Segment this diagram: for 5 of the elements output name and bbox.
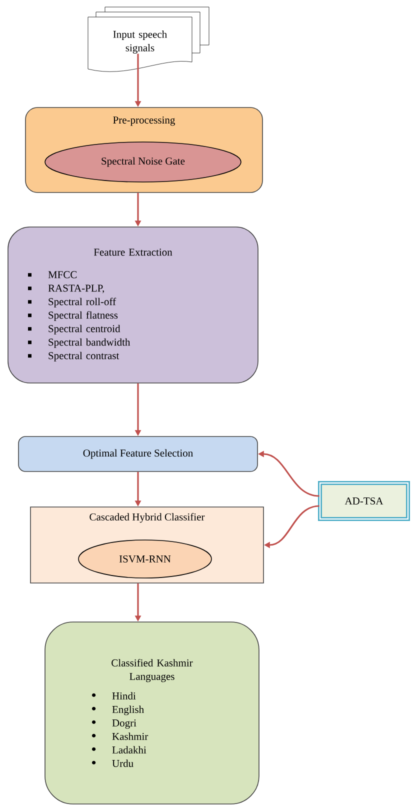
document-stack: Input speech signals — [88, 6, 210, 72]
process-box: Feature Extraction MFCC RASTA-PLP, Spectral roll-off Spectral flatness Spectral centroid Spectral bandwidth Spectral contrast — [8, 226, 258, 384]
process-box: Optimal Feature Selection — [18, 436, 258, 472]
output-box: Classified Kashmir Languages Hindi English Dogri Kashmir Ladakhi Urdu — [44, 622, 260, 804]
optimizer-box: AD-TSA — [318, 481, 410, 521]
